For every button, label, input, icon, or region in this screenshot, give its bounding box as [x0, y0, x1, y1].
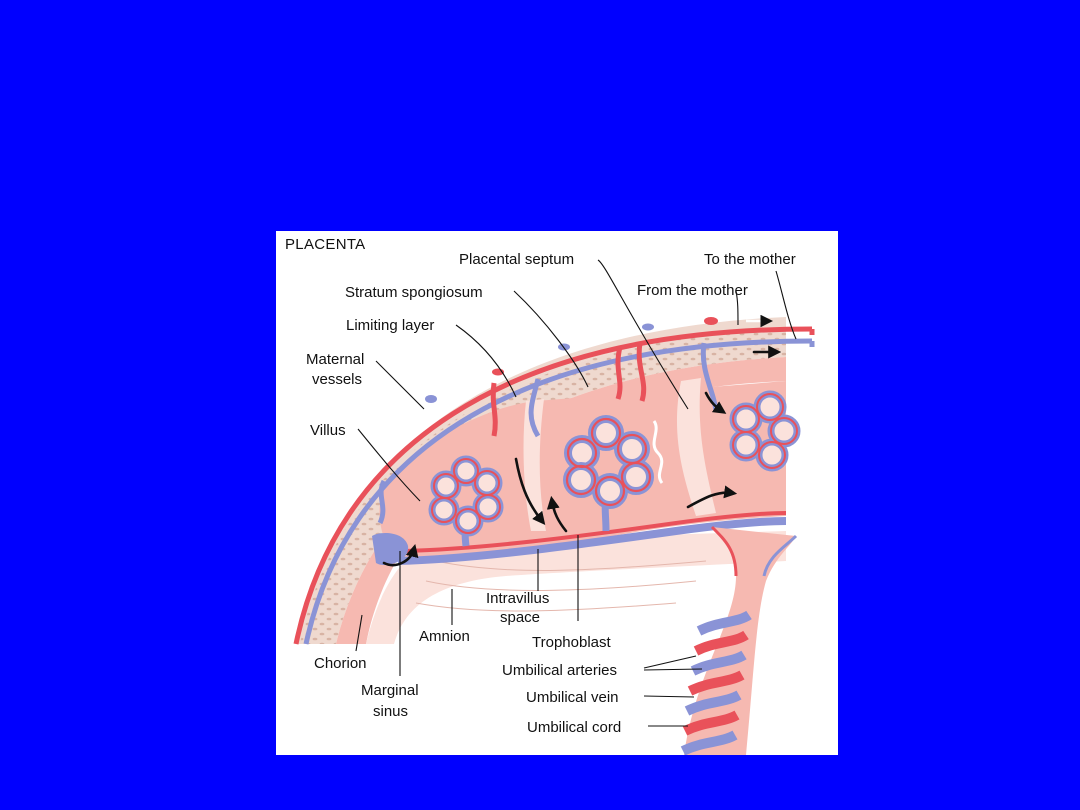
placenta-illustration: PLACENTA	[285, 236, 815, 755]
diagram-title: PLACENTA	[285, 236, 365, 253]
septum-2	[676, 378, 716, 516]
marginal-sinus-shape	[372, 533, 409, 566]
maternal-vein	[303, 338, 813, 645]
septum-1	[523, 399, 546, 531]
label-placental-septum: Placental septum	[459, 251, 574, 268]
flow-arrows	[382, 314, 782, 567]
placenta-diagram: PLACENTA	[276, 231, 838, 755]
label-umbilical-vein: Umbilical vein	[526, 689, 619, 706]
label-marginal-2: sinus	[373, 703, 408, 720]
villus-left	[428, 455, 504, 547]
label-trophoblast: Trophoblast	[532, 634, 611, 651]
label-villus: Villus	[310, 422, 346, 439]
chorionic-plate-artery	[403, 511, 787, 553]
villus-right	[729, 390, 801, 472]
label-umbilical-arteries: Umbilical arteries	[502, 662, 617, 679]
leader-lines	[355, 259, 797, 727]
label-stratum-spongiosum: Stratum spongiosum	[345, 284, 483, 301]
label-maternal-vessels-1: Maternal	[306, 351, 364, 368]
villus-center	[563, 415, 654, 532]
umbilical-cord	[680, 525, 798, 755]
label-chorion: Chorion	[314, 655, 367, 672]
labels: Placental septum To the mother From the …	[306, 251, 796, 736]
label-intravillus-1: Intravillus	[486, 590, 549, 607]
label-marginal-1: Marginal	[361, 682, 419, 699]
label-maternal-vessels-2: vessels	[312, 371, 362, 388]
label-umbilical-cord: Umbilical cord	[527, 719, 621, 736]
label-limiting-layer: Limiting layer	[346, 317, 434, 334]
label-to-the-mother: To the mother	[704, 251, 796, 268]
label-amnion: Amnion	[419, 628, 470, 645]
chorionic-plate-vein	[397, 517, 787, 565]
label-intravillus-2: space	[500, 609, 540, 626]
label-from-the-mother: From the mother	[637, 282, 748, 299]
maternal-artery	[293, 326, 813, 645]
